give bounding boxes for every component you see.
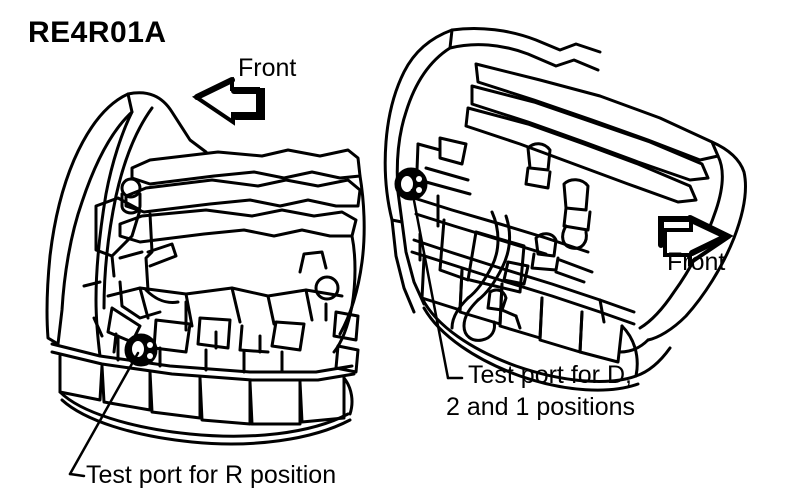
front-arrow-right	[658, 215, 734, 267]
callout-label-r-position: Test port for R position	[86, 461, 337, 489]
callout-d-line2: 2 and 1 positions	[446, 393, 636, 421]
test-port-marker-d	[394, 167, 428, 201]
callout-d-line1: Test port for D,	[468, 361, 632, 389]
front-direction-label-left: Front	[238, 54, 297, 82]
front-direction-label-right: Front	[667, 248, 726, 276]
leader-line-r	[68, 351, 140, 478]
test-port-marker-r	[124, 333, 158, 367]
page-title: RE4R01A	[28, 16, 167, 49]
front-arrow-left	[191, 76, 265, 126]
callout-label-d-position: Test port for D, 2 and 1 positions	[446, 361, 635, 421]
leader-line-d	[410, 188, 464, 380]
right-transmission-body	[383, 27, 748, 392]
left-transmission-body	[45, 91, 366, 446]
